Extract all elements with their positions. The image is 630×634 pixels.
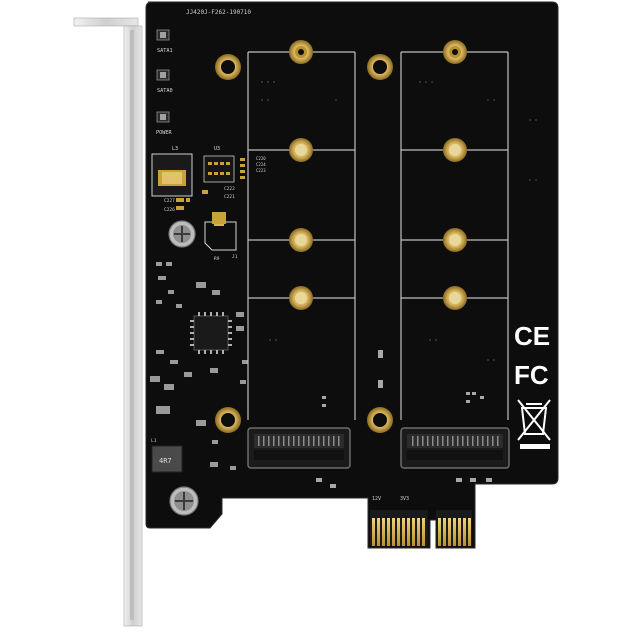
capacitor-outline: J1 R9 <box>204 212 238 262</box>
svg-text:C223: C223 <box>256 168 266 173</box>
led-label-sata1: SATA1 <box>157 48 173 54</box>
m2-connector-left <box>247 427 351 469</box>
smd-parts-middle <box>316 350 492 488</box>
cap-labels: C222 C221 C227 C226 C220 C224 C223 <box>164 156 266 213</box>
label-12v: 12V <box>372 496 381 502</box>
svg-text:L1: L1 <box>151 438 157 444</box>
svg-text:FC: FC <box>514 360 549 390</box>
mount-hole-center-upper <box>367 54 393 80</box>
mount-hole-left-upper <box>215 54 241 80</box>
m2-connector-right <box>400 427 510 469</box>
mount-hole-left-lower <box>215 407 241 433</box>
led-label-sata0: SATA0 <box>157 88 173 94</box>
svg-text:4R7: 4R7 <box>159 457 172 465</box>
metal-bracket <box>73 17 143 627</box>
inductor-l3: L3 <box>151 146 193 197</box>
weee-bin-icon <box>517 399 551 449</box>
pcie-gold-fingers <box>370 510 472 546</box>
svg-text:C224: C224 <box>256 162 266 167</box>
led-label-power: POWER <box>156 130 172 136</box>
m2-slot-left-outline <box>247 51 356 420</box>
controller-chip <box>190 312 232 354</box>
standoffs-right <box>443 40 467 310</box>
svg-text:C227: C227 <box>164 198 175 204</box>
screw-top <box>168 220 196 248</box>
label-3v3: 3V3 <box>400 496 409 502</box>
led-sata0: SATA0 <box>156 69 173 94</box>
smd-parts-left <box>150 262 248 470</box>
led-power: POWER <box>156 111 172 136</box>
svg-text:R9: R9 <box>214 256 220 262</box>
screw-bottom <box>169 486 199 516</box>
via-dots <box>261 81 537 361</box>
svg-text:L3: L3 <box>172 146 178 152</box>
svg-text:C226: C226 <box>164 207 175 213</box>
chip-u3: U3 <box>203 146 235 183</box>
svg-text:J1: J1 <box>232 254 238 260</box>
led-sata1: SATA1 <box>156 29 173 54</box>
svg-text:C221: C221 <box>224 194 235 200</box>
svg-text:C222: C222 <box>224 186 235 192</box>
fc-mark: FC <box>514 360 549 390</box>
svg-text:U3: U3 <box>214 146 220 152</box>
svg-text:C220: C220 <box>256 156 266 161</box>
svg-text:CE: CE <box>514 321 550 351</box>
standoffs-left <box>289 40 313 310</box>
ce-mark: CE <box>514 321 550 351</box>
mount-hole-center-lower <box>367 407 393 433</box>
board-code: JJ420J-F262-190710 <box>186 9 251 16</box>
inductor-l1: L1 4R7 <box>151 438 183 473</box>
